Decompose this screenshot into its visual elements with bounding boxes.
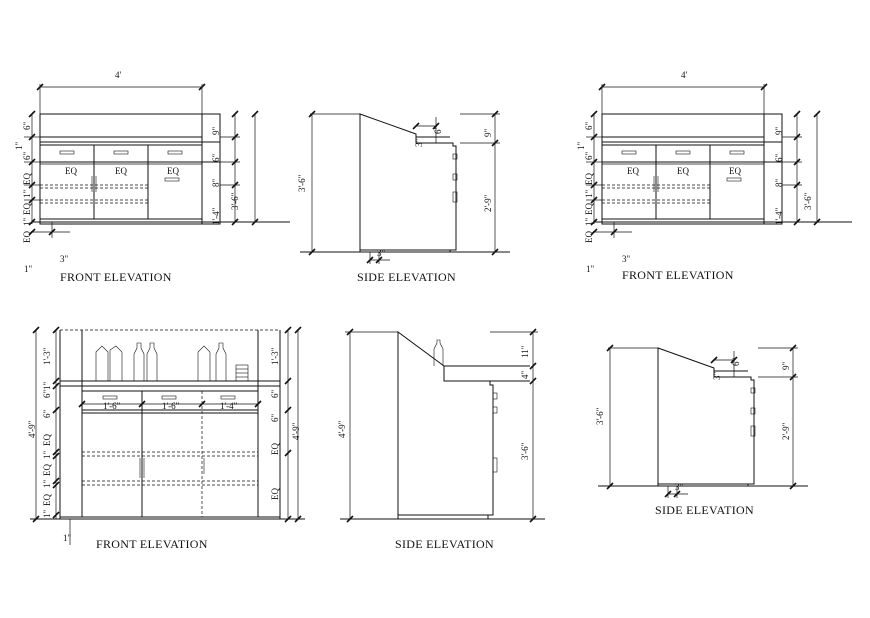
dim-width: 4' [115,70,122,80]
dim-left: 6" [42,410,52,419]
drawer-label: EQ [627,166,639,176]
side-elevation-bottom-right-labels: 3'-6" 2'-9" 9" 6" 3" 3" SIDE ELEVATION [595,358,791,518]
dim-top: 9" [483,129,493,138]
front-elevation-bottom-left [30,326,305,545]
dim-height: 4'-9" [291,422,301,440]
dim-right: 6" [774,154,784,163]
dim-left: 1" [42,480,52,489]
dim-inner: 2'-9" [483,194,493,212]
bottles-icon [95,342,249,382]
front-elevation-top-right [585,83,853,239]
dim-top: 9" [781,362,791,371]
dim-left: EQ [22,231,32,243]
dim-left: 1" [42,451,52,460]
side-elevation-bottom-middle [340,328,545,523]
drawer-label: 1'-4" [220,401,238,411]
dim-left: 1" [576,142,586,151]
dim-right: EQ [270,488,280,500]
side-elevation-bottom-middle-labels: 4'-9" 11" 4" 3'-6" SIDE ELEVATION [337,345,530,551]
dim-height: 3'-6" [803,192,813,210]
caption-side-elevation: SIDE ELEVATION [357,270,456,284]
dim-left: 6" [42,390,52,399]
dim-left: EQ [22,173,32,185]
caption-side-elevation: SIDE ELEVATION [395,537,494,551]
dim-left: EQ [584,173,594,185]
dim-height: 4'-9" [27,420,37,438]
dim-left: 1" [42,382,52,391]
dim-left: 1" [586,264,595,274]
front-elevation-top-right-labels: 4' 3'-6" 9" 6" 8" 1'-4" 6" 1" 6" EQ 1" E… [576,70,813,282]
dim-left: EQ [42,494,52,506]
dim-height: 3'-6" [297,174,307,192]
drawer-label: EQ [167,166,179,176]
dim-height: 3'-6" [595,407,605,425]
dim-left: EQ [584,231,594,243]
caption-side-elevation: SIDE ELEVATION [655,503,754,517]
dim-left: 1" [584,218,594,227]
dim-left: 6" [584,122,594,131]
dim-height: 4'-9" [337,420,347,438]
caption-front-elevation: FRONT ELEVATION [60,270,172,284]
drawer-label: EQ [729,166,741,176]
dim-left: 6" [22,152,32,161]
dim-left: 1" [14,142,24,151]
dim-right: 1'-4" [774,207,784,225]
dim-right: 9" [211,127,221,136]
dim-height: 3'-6" [230,192,240,210]
dim-left: 1'-3" [42,347,52,365]
dim-left: 6" [22,122,32,131]
drawer-label: EQ [115,166,127,176]
dim-left: EQ [22,203,32,215]
dim-right: 6" [270,414,280,423]
dim-left: 1" [63,533,72,543]
dim-right: 1'-4" [211,207,221,225]
drawer-label: 1'-6" [103,401,121,411]
dim-width: 4' [681,70,688,80]
dim-ledge: 6" [433,126,443,135]
drawer-label: EQ [677,166,689,176]
caption-front-elevation: FRONT ELEVATION [96,537,208,551]
front-elevation-top-left [23,83,291,239]
side-elevation-top-middle [299,110,511,265]
dim-left: EQ [42,464,52,476]
dim-left: 1" [24,264,33,274]
dim-bottom: 3" [675,482,684,492]
front-elevation-bottom-left-labels: 4'-9" 1'-3" 6" 1" 6" EQ 1" EQ 1" EQ 1" 1… [27,347,301,551]
dim-left: EQ [42,434,52,446]
dim-right: EQ [270,443,280,455]
dim-right: 6" [211,154,221,163]
dim-right: 1'-3" [270,347,280,365]
dim-ledge: 4" [520,371,530,380]
caption-front-elevation: FRONT ELEVATION [622,268,734,282]
dim-ledge-small: 3" [414,139,424,148]
dim-ledge-small: 3" [712,372,722,381]
dim-left: 1" [584,190,594,199]
dim-right: 6" [270,390,280,399]
drawer-label: 1'-6" [162,401,180,411]
dim-right: 8" [211,179,221,188]
dim-left: 1" [42,510,52,519]
drawer-label: EQ [65,166,77,176]
side-elevation-top-middle-labels: 3'-6" 2'-9" 9" 6" 3" 3" SIDE ELEVATION [297,126,493,285]
dim-bottom: 3" [377,248,386,258]
dim-bottom: 3" [60,254,69,264]
dim-left: 1" [22,218,32,227]
side-elevation-bottom-right [597,344,809,499]
dim-inner: 2'-9" [781,422,791,440]
dim-left: 1" [22,190,32,199]
dim-right: 8" [774,179,784,188]
dim-left: EQ [584,203,594,215]
dim-ledge: 6" [731,358,741,367]
dim-bottom: 3" [622,254,631,264]
front-elevation-top-left-labels: 4' 3'-6" 9" 6" 8" 1'-4" 6" 1" 6" EQ 1" E… [14,70,240,284]
dim-lower: 3'-6" [520,442,530,460]
dim-right: 9" [774,127,784,136]
dim-left: 6" [584,152,594,161]
dim-top: 11" [520,345,530,358]
